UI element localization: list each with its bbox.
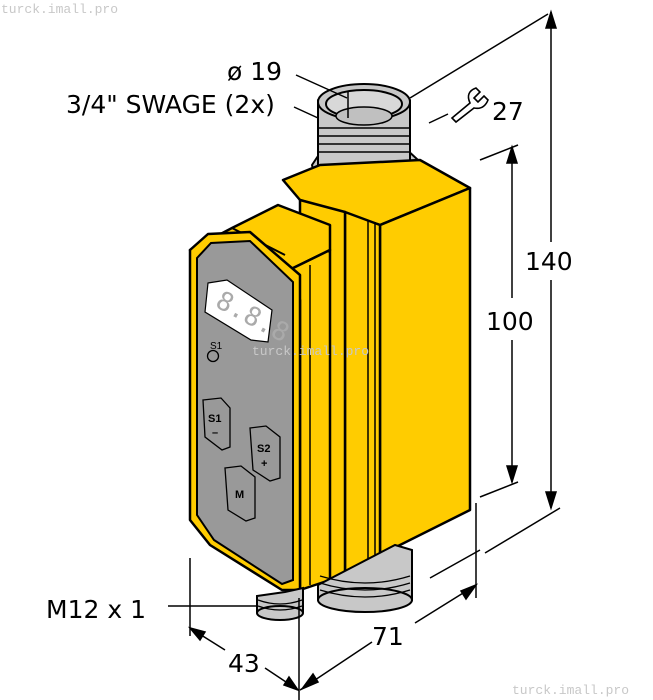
led-indicator-icon	[206, 349, 220, 363]
height-total-label: 140	[525, 247, 573, 276]
depth-label: 43	[228, 649, 260, 678]
dimension-lines	[168, 9, 561, 700]
svg-text:+: +	[261, 458, 267, 470]
height-body-label: 100	[486, 307, 534, 336]
led-label: S1	[210, 341, 223, 352]
svg-text:M: M	[235, 489, 244, 501]
svg-text:S1: S1	[208, 413, 221, 425]
diameter-label: ø 19	[227, 57, 282, 86]
lower-fitting	[317, 543, 413, 613]
wrench-size-label: 27	[492, 97, 524, 126]
width-label: 71	[372, 622, 404, 651]
control-panel: 8.8.8 S1 S1 – S2 + M	[196, 239, 294, 586]
wrench-icon	[450, 87, 489, 124]
fitting-label: 3/4" SWAGE (2x)	[66, 90, 275, 119]
s1-button[interactable]: S1 –	[202, 397, 231, 451]
svg-text:–: –	[212, 427, 218, 439]
mode-button[interactable]: M	[224, 465, 256, 522]
watermark-top: turck.imall.pro	[1, 2, 118, 17]
watermark-bottom: turck.imall.pro	[512, 683, 629, 698]
m12-connector	[256, 586, 304, 621]
watermark-center: turck.imall.pro	[252, 344, 369, 359]
connector-label: M12 x 1	[46, 595, 146, 624]
svg-text:S2: S2	[257, 443, 270, 455]
s2-button[interactable]: S2 +	[249, 425, 281, 482]
